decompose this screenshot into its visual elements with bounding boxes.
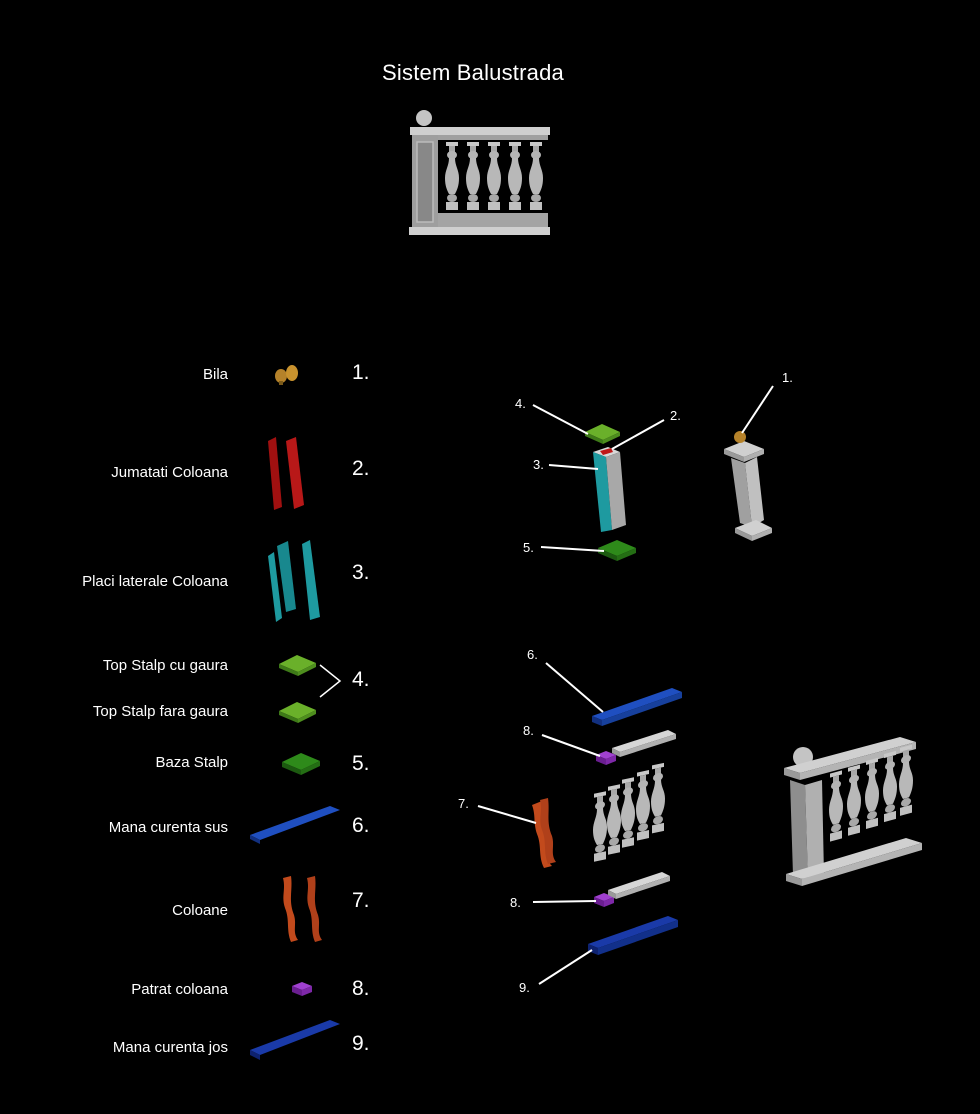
part-label-jumatati-coloana: Jumatati Coloana bbox=[111, 464, 228, 481]
part-number-7: 7. bbox=[352, 889, 370, 912]
base-plate-icon bbox=[282, 753, 320, 775]
callout-8b: 8. bbox=[510, 895, 521, 910]
leader-line-3 bbox=[548, 464, 599, 470]
leader-line-6 bbox=[545, 662, 604, 713]
part-number-8: 8. bbox=[352, 977, 370, 1000]
callout-2: 2. bbox=[670, 408, 681, 423]
part-number-1: 1. bbox=[352, 361, 370, 384]
part-label-mana-curenta-sus: Mana curenta sus bbox=[108, 819, 228, 836]
leader-line-9 bbox=[538, 949, 593, 985]
part-label-bila: Bila bbox=[202, 366, 228, 383]
ball-halves-icon bbox=[275, 365, 298, 385]
callout-4: 4. bbox=[515, 396, 526, 411]
bracket-4-icon bbox=[319, 664, 342, 698]
leader-line-7 bbox=[477, 805, 537, 824]
diagram-title: Sistem Balustrada bbox=[382, 60, 564, 85]
hero-balustrade-image bbox=[409, 110, 550, 235]
part-label-top-stalp-fara-gaura: Top Stalp fara gaura bbox=[92, 703, 228, 720]
callout-9: 9. bbox=[519, 980, 530, 995]
callout-8a: 8. bbox=[523, 723, 534, 738]
part-number-4: 4. bbox=[352, 668, 370, 691]
part-label-top-stalp-cu-gaura: Top Stalp cu gaura bbox=[102, 657, 228, 674]
leader-line-1 bbox=[741, 385, 774, 434]
callout-3: 3. bbox=[533, 457, 544, 472]
leader-line-8b bbox=[532, 900, 597, 903]
callout-7: 7. bbox=[458, 796, 469, 811]
balusters-icon bbox=[283, 876, 322, 942]
side-plates-icon bbox=[268, 540, 320, 622]
callout-leader-lines bbox=[477, 385, 774, 985]
assembled-railing-image bbox=[784, 737, 922, 886]
assembled-post-image bbox=[724, 431, 772, 541]
part-label-coloane: Coloane bbox=[172, 902, 228, 919]
leader-line-8a bbox=[541, 734, 601, 757]
part-number-6: 6. bbox=[352, 814, 370, 837]
bottom-rail-icon bbox=[250, 1020, 340, 1060]
part-label-baza-stalp: Baza Stalp bbox=[155, 754, 228, 771]
leader-line-5 bbox=[540, 546, 605, 552]
exploded-railing-assembly bbox=[532, 688, 682, 955]
part-number-3: 3. bbox=[352, 561, 370, 584]
part-number-2: 2. bbox=[352, 457, 370, 480]
column-halves-icon bbox=[268, 437, 304, 510]
top-rail-icon bbox=[250, 806, 340, 844]
part-number-9: 9. bbox=[352, 1032, 370, 1055]
callout-1: 1. bbox=[782, 370, 793, 385]
leader-line-4 bbox=[532, 404, 589, 435]
part-label-mana-curenta-jos: Mana curenta jos bbox=[112, 1039, 228, 1056]
column-square-icon bbox=[292, 982, 312, 996]
top-plate-with-hole-icon bbox=[279, 655, 316, 676]
part-label-patrat-coloana: Patrat coloana bbox=[131, 981, 228, 998]
callout-5: 5. bbox=[523, 540, 534, 555]
leader-line-2 bbox=[611, 419, 665, 450]
part-label-placi-laterale: Placi laterale Coloana bbox=[82, 573, 228, 590]
exploded-post-assembly bbox=[585, 424, 636, 561]
top-plate-without-hole-icon bbox=[279, 702, 316, 723]
part-number-5: 5. bbox=[352, 752, 370, 775]
callout-6: 6. bbox=[527, 647, 538, 662]
